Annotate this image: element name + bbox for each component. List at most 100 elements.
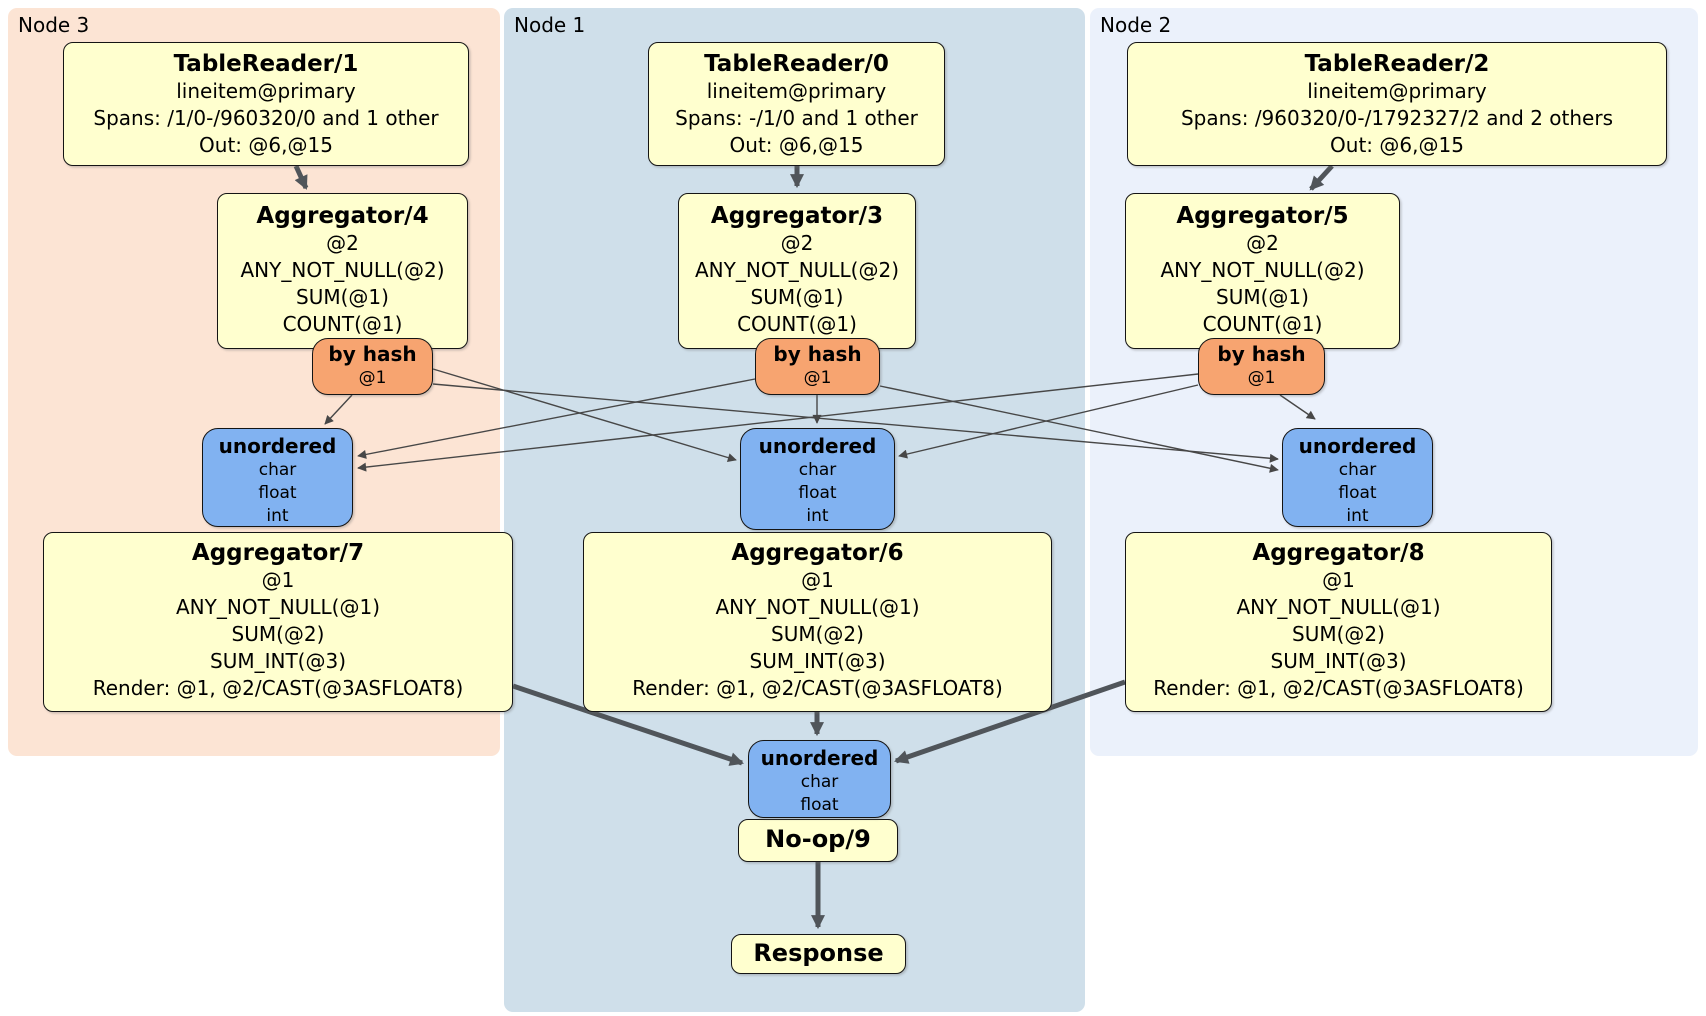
processor-detail: Out: @6,@15 [1330,133,1464,157]
processor-detail: SUM(@1) [750,285,844,309]
processor-aggregator-6: Aggregator/6 @1 ANY_NOT_NULL(@1) SUM(@2)… [583,532,1052,712]
processor-detail: lineitem@primary [706,79,887,103]
processor-detail: Render: @1, @2/CAST(@3ASFLOAT8) [632,676,1003,700]
processor-title: Aggregator/7 [191,540,365,566]
processor-detail: lineitem@primary [176,79,356,103]
router-detail: @1 [358,368,387,388]
sync-column: int [806,506,829,526]
processor-response: Response [731,934,906,974]
router-by-hash-node2: by hash @1 [1198,338,1325,395]
processor-title: Aggregator/5 [1176,203,1349,229]
sync-title: unordered [1298,434,1417,458]
edge-bh2-uo2 [1279,394,1316,420]
processor-detail: COUNT(@1) [737,312,857,336]
sync-column: char [1338,460,1377,480]
processor-detail: Render: @1, @2/CAST(@3ASFLOAT8) [92,676,464,700]
processor-detail: Spans: -/1/0 and 1 other [675,106,918,130]
processor-aggregator-4: Aggregator/4 @2 ANY_NOT_NULL(@2) SUM(@1)… [217,193,468,349]
processor-detail: @1 [1322,568,1355,592]
sync-column: float [1338,483,1377,503]
router-title: by hash [328,342,417,366]
processor-tablereader-2: TableReader/2 lineitem@primary Spans: /9… [1127,42,1667,166]
edge-agg8-unordered [894,679,1126,764]
edge-bh3-uo3 [324,394,353,425]
processor-detail: ANY_NOT_NULL(@1) [176,595,380,619]
processor-detail: Out: @6,@15 [199,133,333,157]
edge-bh3-uo2 [432,383,1279,463]
processor-detail: SUM_INT(@3) [749,649,886,673]
edge-bh1-uo2 [879,385,1279,473]
region-label-node1: Node 1 [514,13,586,37]
processor-detail: ANY_NOT_NULL(@1) [1236,595,1441,619]
processor-tablereader-0: TableReader/0 lineitem@primary Spans: -/… [648,42,945,166]
processor-aggregator-7: Aggregator/7 @1 ANY_NOT_NULL(@1) SUM(@2)… [43,532,513,712]
processor-aggregator-3: Aggregator/3 @2 ANY_NOT_NULL(@2) SUM(@1)… [678,193,916,349]
router-detail: @1 [1247,368,1276,388]
router-by-hash-node1: by hash @1 [755,338,880,395]
processor-title: TableReader/1 [173,51,359,77]
sync-unordered-node3: unordered char float int [202,428,353,527]
edge-tr1-agg4 [293,164,309,190]
processor-aggregator-8: Aggregator/8 @1 ANY_NOT_NULL(@1) SUM(@2)… [1125,532,1552,712]
processor-detail: SUM_INT(@3) [210,649,346,673]
processor-detail: ANY_NOT_NULL(@2) [240,258,445,282]
processor-detail: Out: @6,@15 [729,133,864,157]
sync-title: unordered [218,434,337,458]
sync-column: float [800,795,839,815]
processor-noop-9: No-op/9 [738,819,898,862]
sync-column: char [800,772,839,792]
processor-title: TableReader/2 [1304,51,1490,77]
processor-detail: @2 [1246,231,1279,255]
processor-title: Aggregator/4 [256,203,429,229]
processor-detail: Render: @1, @2/CAST(@3ASFLOAT8) [1153,676,1524,700]
region-label-node3: Node 3 [18,13,90,37]
processor-detail: SUM(@2) [231,622,325,646]
sync-unordered-final: unordered char float [748,740,891,818]
processor-detail: ANY_NOT_NULL(@2) [695,258,899,282]
sync-title: unordered [760,746,879,770]
processor-detail: @1 [801,568,834,592]
processor-detail: SUM(@1) [296,285,389,309]
router-title: by hash [1217,342,1306,366]
processor-title: Aggregator/8 [1252,540,1425,566]
sync-unordered-node1: unordered char float int [740,428,895,530]
sync-column: char [258,460,297,480]
processor-detail: ANY_NOT_NULL(@1) [715,595,920,619]
processor-title: Aggregator/3 [710,203,884,229]
edge-bh2-uo1 [898,384,1199,459]
processor-detail: lineitem@primary [1307,79,1487,103]
processor-detail: Spans: /960320/0-/1792327/2 and 2 others [1180,106,1613,130]
sync-column: float [798,483,837,503]
router-title: by hash [773,342,862,366]
sync-title: unordered [758,434,877,458]
processor-detail: Spans: /1/0-/960320/0 and 1 other [93,106,439,130]
processor-detail: SUM(@2) [771,622,864,646]
edge-agg7-unordered [512,683,744,766]
processor-aggregator-5: Aggregator/5 @2 ANY_NOT_NULL(@2) SUM(@1)… [1125,193,1400,349]
sync-unordered-node2: unordered char float int [1282,428,1433,527]
processor-detail: SUM_INT(@3) [1270,649,1407,673]
edge-bh3-uo1 [432,368,737,462]
processor-detail: @2 [780,231,814,255]
edge-bh1-uo3 [357,378,756,459]
edge-tr2-agg5 [1309,164,1334,191]
processor-detail: COUNT(@1) [282,312,403,336]
processor-detail: SUM(@1) [1216,285,1309,309]
router-by-hash-node3: by hash @1 [312,338,433,395]
edge-bh2-uo3 [357,373,1199,472]
processor-detail: @2 [326,231,359,255]
processor-detail: @1 [261,568,295,592]
processor-detail: COUNT(@1) [1202,312,1323,336]
sync-column: char [798,460,837,480]
router-detail: @1 [803,368,832,388]
processor-tablereader-1: TableReader/1 lineitem@primary Spans: /1… [63,42,469,166]
sync-column: int [266,506,289,526]
processor-detail: ANY_NOT_NULL(@2) [1160,258,1365,282]
processor-title: TableReader/0 [704,51,889,77]
sync-column: int [1346,506,1369,526]
processor-title: Aggregator/6 [731,540,904,566]
processor-detail: SUM(@2) [1292,622,1385,646]
sync-column: float [258,483,297,503]
